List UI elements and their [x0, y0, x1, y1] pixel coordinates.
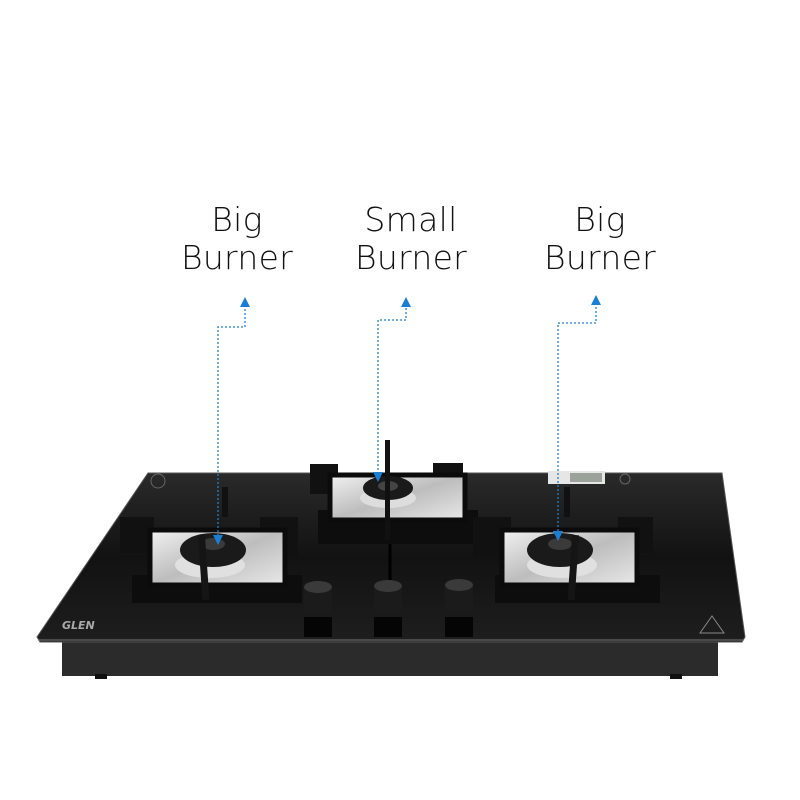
arrowhead-down-icon — [213, 535, 223, 545]
certification-icon — [150, 473, 166, 489]
label-line2: Burner — [543, 238, 657, 277]
arrow-small-burner — [377, 305, 407, 478]
arrow-right-big-burner — [557, 303, 597, 535]
label-left-big-burner: Big Burner — [137, 201, 337, 277]
label-line1: Big — [574, 200, 626, 239]
small-burner — [310, 440, 478, 544]
arrowhead-up-icon — [240, 297, 250, 307]
arrowhead-down-icon — [373, 472, 383, 482]
arrowhead-up-icon — [591, 295, 601, 305]
label-small-burner: Small Burner — [311, 201, 511, 277]
arrowhead-down-icon — [553, 531, 563, 541]
label-line2: Burner — [354, 238, 468, 277]
knob-left[interactable] — [304, 581, 332, 637]
warning-triangle-icon — [699, 615, 725, 634]
knob-right[interactable] — [445, 579, 473, 637]
arrowhead-up-icon — [401, 297, 411, 307]
label-right-big-burner: Big Burner — [500, 201, 700, 277]
knob-middle[interactable] — [374, 580, 402, 637]
label-line2: Burner — [180, 238, 294, 277]
label-line1: Small — [364, 200, 458, 239]
label-line1: Big — [211, 200, 263, 239]
cooktop-base — [62, 640, 718, 676]
right-big-burner — [473, 487, 660, 603]
brand-logo: GLEN — [62, 619, 95, 632]
